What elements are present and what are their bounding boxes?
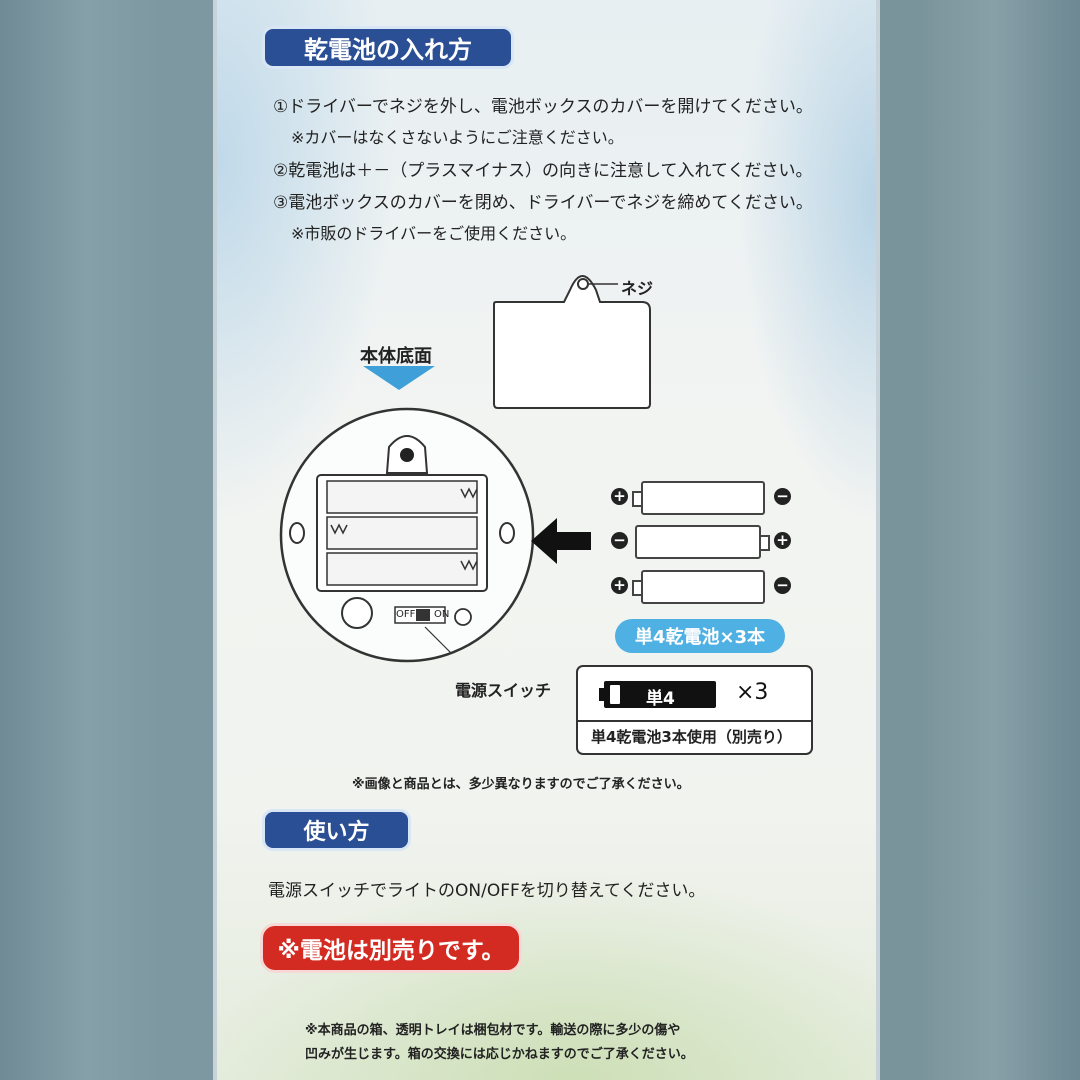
box-edge-left <box>213 0 217 1080</box>
switch-off-text: OFF <box>396 609 416 620</box>
step-3-note: ※市販のドライバーをご使用ください。 <box>291 224 577 243</box>
bottom-label: 本体底面 <box>360 346 432 367</box>
battery2-plus-sign: + <box>774 532 791 549</box>
switch-on-text: ON <box>434 609 450 620</box>
step-1: ①ドライバーでネジを外し、電池ボックスのカバーを開けてください。 <box>273 97 813 117</box>
battery-icon-label: 単4 <box>646 689 675 709</box>
battery-cover-diagram <box>493 275 651 409</box>
battery-sold-separately-banner: ※電池は別売りです。 <box>263 926 519 970</box>
battery3-minus-sign: − <box>774 577 791 594</box>
battery1-minus-sign: − <box>774 488 791 505</box>
screw-label: ネジ <box>621 279 654 298</box>
down-arrow-icon <box>363 366 435 390</box>
power-switch-label: 電源スイッチ <box>455 681 552 700</box>
footer-line-1: ※本商品の箱、透明トレイは梱包材です。輸送の際に多少の傷や <box>305 1023 681 1038</box>
section-title-text: 乾電池の入れ方 <box>304 36 472 64</box>
step-2: ②乾電池は＋－（プラスマイナス）の向きに注意して入れてください。 <box>273 161 813 181</box>
package-panel: 乾電池の入れ方 ①ドライバーでネジを外し、電池ボックスのカバーを開けてください。… <box>213 0 880 1080</box>
battery1-plus-sign: + <box>611 488 628 505</box>
battery-spec-box: 単4 ×3 単4乾電池3本使用（別売り） <box>576 665 813 755</box>
battery2-minus-sign: − <box>611 532 628 549</box>
battery-type-badge: 単4乾電池×3本 <box>615 619 785 653</box>
image-disclaimer: ※画像と商品とは、多少異なりますのでご了承ください。 <box>352 777 690 792</box>
footer-line-2: 凹みが生じます。箱の交換には応じかねますのでご了承ください。 <box>305 1047 694 1062</box>
left-arrow-icon <box>531 518 591 564</box>
battery-1 <box>632 481 765 515</box>
battery-count: ×3 <box>736 680 769 705</box>
step-1-note: ※カバーはなくさないようにご注意ください。 <box>291 128 624 147</box>
section2-title-text: 使い方 <box>303 820 370 845</box>
usage-text: 電源スイッチでライトのON/OFFを切り替えてください。 <box>268 881 706 901</box>
battery-2 <box>635 525 770 559</box>
battery3-plus-sign: + <box>611 577 628 594</box>
step-3: ③電池ボックスのカバーを閉め、ドライバーでネジを締めてください。 <box>273 193 813 213</box>
section-title-battery-install: 乾電池の入れ方 <box>265 29 511 66</box>
battery-3 <box>632 570 765 604</box>
box-edge-right <box>876 0 880 1080</box>
battery-icon: 単4 <box>599 681 716 709</box>
screw-icon <box>577 278 589 290</box>
battery-type-badge-text: 単4乾電池×3本 <box>634 627 766 648</box>
section-title-usage: 使い方 <box>265 812 408 848</box>
battery-sold-separately-text: ※電池は別売りです。 <box>277 938 505 964</box>
unit-bottom-diagram <box>279 407 535 663</box>
battery-usage-note: 単4乾電池3本使用（別売り） <box>591 728 792 746</box>
